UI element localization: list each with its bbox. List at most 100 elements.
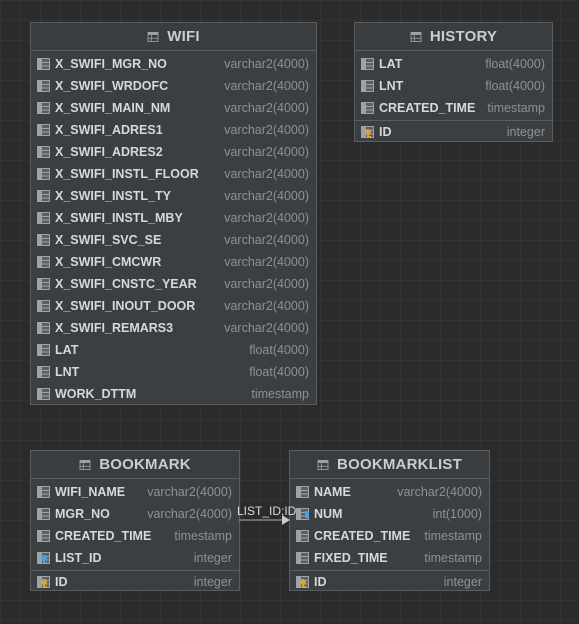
column-icon xyxy=(37,388,50,400)
column-row[interactable]: FIXED_TIME timestamp xyxy=(290,547,489,569)
column-name: ID xyxy=(379,125,392,139)
column-type: varchar2(4000) xyxy=(224,167,309,181)
column-type: int(1000) xyxy=(432,507,482,521)
table-title-history: HISTORY xyxy=(429,28,498,45)
table-title-wifi: WIFI xyxy=(167,28,200,45)
table-title-bookmarklist: BOOKMARKLIST xyxy=(337,456,462,473)
column-icon xyxy=(37,234,50,246)
column-icon xyxy=(37,212,50,224)
column-type: timestamp xyxy=(174,529,232,543)
column-type: timestamp xyxy=(424,551,482,565)
column-icon xyxy=(296,530,309,542)
column-icon xyxy=(37,168,50,180)
column-name: X_SWIFI_INOUT_DOOR xyxy=(55,299,196,313)
column-type: integer xyxy=(443,575,482,589)
primary-key-icon xyxy=(361,126,374,138)
column-type: varchar2(4000) xyxy=(224,79,309,93)
column-type: timestamp xyxy=(487,101,545,115)
column-row[interactable]: NUM int(1000) xyxy=(290,503,489,525)
column-icon xyxy=(37,278,50,290)
column-icon xyxy=(37,124,50,136)
column-icon xyxy=(37,322,50,334)
column-name: X_SWIFI_ADRES1 xyxy=(55,123,163,137)
column-type: float(4000) xyxy=(249,365,309,379)
column-row[interactable]: X_SWIFI_WRDOFC varchar2(4000) xyxy=(31,75,316,97)
column-name: CREATED_TIME xyxy=(314,529,411,543)
column-type: varchar2(4000) xyxy=(224,57,309,71)
primary-key-row[interactable]: ID integer xyxy=(355,120,552,143)
primary-key-icon xyxy=(296,576,309,588)
column-name: X_SWIFI_INSTL_FLOOR xyxy=(55,167,199,181)
column-type: varchar2(4000) xyxy=(224,321,309,335)
column-icon xyxy=(361,102,374,114)
column-name: LIST_ID xyxy=(55,551,102,565)
table-title-bookmark: BOOKMARK xyxy=(99,456,191,473)
column-name: X_SWIFI_WRDOFC xyxy=(55,79,169,93)
column-name: LAT xyxy=(379,57,403,71)
column-type: integer xyxy=(506,125,545,139)
table-icon xyxy=(410,31,422,42)
column-name: LNT xyxy=(55,365,80,379)
relation-arrow[interactable] xyxy=(238,510,294,530)
column-name: X_SWIFI_SVC_SE xyxy=(55,233,162,247)
column-row[interactable]: CREATED_TIME timestamp xyxy=(31,525,239,547)
column-icon xyxy=(37,80,50,92)
column-row[interactable]: LNT float(4000) xyxy=(31,361,316,383)
column-type: varchar2(4000) xyxy=(224,277,309,291)
column-name: FIXED_TIME xyxy=(314,551,388,565)
column-row[interactable]: X_SWIFI_ADRES1 varchar2(4000) xyxy=(31,119,316,141)
table-header-bookmark[interactable]: BOOKMARK xyxy=(31,451,239,479)
column-icon xyxy=(37,190,50,202)
column-type: varchar2(4000) xyxy=(224,123,309,137)
column-row[interactable]: X_SWIFI_INSTL_FLOOR varchar2(4000) xyxy=(31,163,316,185)
column-icon xyxy=(37,344,50,356)
column-type: integer xyxy=(193,551,232,565)
table-header-history[interactable]: HISTORY xyxy=(355,23,552,51)
primary-key-icon xyxy=(37,576,50,588)
column-name: NUM xyxy=(314,507,343,521)
column-type: float(4000) xyxy=(249,343,309,357)
column-name: X_SWIFI_CMCWR xyxy=(55,255,162,269)
column-name: ID xyxy=(314,575,327,589)
column-name: LNT xyxy=(379,79,404,93)
column-name: CREATED_TIME xyxy=(379,101,476,115)
table-header-wifi[interactable]: WIFI xyxy=(31,23,316,51)
column-icon xyxy=(37,530,50,542)
column-row[interactable]: CREATED_TIME timestamp xyxy=(355,97,552,119)
column-icon xyxy=(37,508,50,520)
column-type: integer xyxy=(193,575,232,589)
column-row[interactable]: X_SWIFI_CNSTC_YEAR varchar2(4000) xyxy=(31,273,316,295)
column-type: varchar2(4000) xyxy=(397,485,482,499)
column-row[interactable]: LIST_ID integer xyxy=(31,547,239,569)
column-name: X_SWIFI_MGR_NO xyxy=(55,57,167,71)
column-row[interactable]: X_SWIFI_MGR_NO varchar2(4000) xyxy=(31,53,316,75)
table-header-bookmarklist[interactable]: BOOKMARKLIST xyxy=(290,451,489,479)
column-name: X_SWIFI_CNSTC_YEAR xyxy=(55,277,197,291)
table-icon xyxy=(317,459,329,470)
primary-key-row[interactable]: ID integer xyxy=(290,570,489,593)
column-name: CREATED_TIME xyxy=(55,529,152,543)
